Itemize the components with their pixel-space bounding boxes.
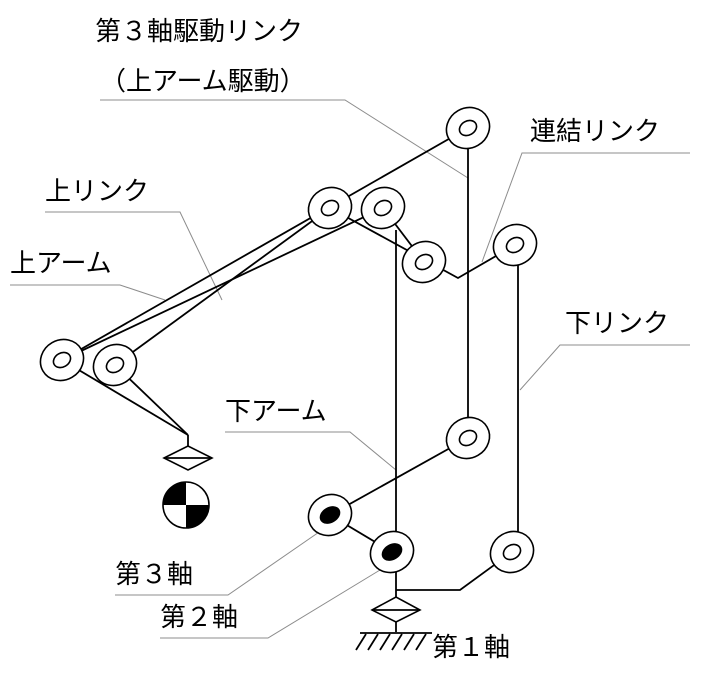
joint-axis2: [369, 530, 415, 574]
joint-effector-right: [92, 343, 138, 387]
leader-upper-arm: [10, 284, 166, 301]
label-axis1: 第１軸: [432, 633, 510, 663]
joint-axis3: [307, 493, 353, 537]
axis1-base-symbol: [355, 596, 432, 651]
label-upper-arm: 上アーム: [10, 249, 112, 279]
leader-axis3: [115, 529, 323, 596]
labels: 第３軸駆動リンク （上アーム駆動） 連結リンク 上リンク 上アーム 下リンク 下…: [10, 17, 669, 663]
leader-axis2: [160, 569, 381, 639]
axis3-to-joint: [329, 437, 469, 516]
joint-connecting-left: [401, 240, 447, 284]
label-axis3: 第３軸: [115, 560, 193, 590]
joints: [39, 106, 538, 574]
effector-line-1: [61, 359, 189, 436]
joint-connecting-right: [492, 223, 538, 267]
label-lower-link: 下リンク: [565, 309, 669, 339]
leader-axis3-drive-link: [100, 99, 469, 179]
label-upper-link: 上リンク: [45, 177, 149, 207]
label-lower-arm: 下アーム: [225, 397, 327, 427]
joint-upper-link-top: [307, 186, 353, 230]
leader-connecting-link: [481, 152, 690, 263]
label-upper-arm-drive: （上アーム駆動）: [100, 67, 306, 97]
label-connecting-link: 連結リンク: [530, 117, 660, 147]
joint-upper-arm-top: [360, 186, 406, 230]
joint-top-right: [445, 106, 491, 150]
upper-arm-line: [61, 207, 384, 361]
upper-link-line: [114, 207, 331, 366]
end-effector-symbol: [162, 445, 214, 529]
label-axis2: 第２軸: [160, 603, 238, 633]
axis3-drive-link-upper: [61, 127, 469, 361]
ground-hatch-icon: [355, 633, 427, 651]
leader-lower-link: [519, 344, 690, 391]
leader-lower-arm: [225, 431, 397, 471]
joint-lower-right-upper: [445, 416, 491, 460]
leader-upper-link: [45, 211, 223, 301]
joint-effector-left: [39, 338, 85, 382]
joint-lower-right-base: [489, 530, 535, 574]
label-axis3-drive-link: 第３軸駆動リンク: [95, 17, 303, 47]
